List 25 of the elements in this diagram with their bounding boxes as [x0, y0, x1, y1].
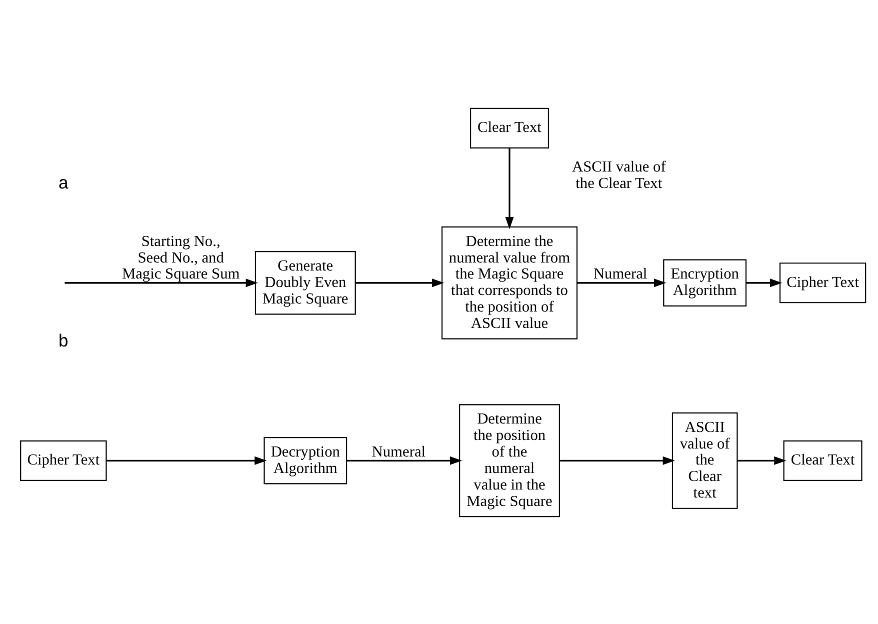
- arrow: [355, 278, 444, 287]
- arrow: [505, 148, 514, 229]
- arrow: [560, 456, 675, 464]
- edge-label: Numeral: [372, 442, 426, 460]
- node-box: Determine the numeral value from the Magic Square that corresponds to the position of ASCII value: [441, 226, 578, 339]
- node-box: Clear Text: [470, 107, 550, 148]
- edge-label: ASCII value of the Clear Text: [572, 158, 666, 192]
- arrow: [737, 456, 786, 464]
- node-box: Cipher Text: [20, 440, 107, 480]
- label: a: [58, 172, 68, 192]
- arrow: [577, 278, 666, 287]
- node-box: Clear Text: [783, 440, 862, 480]
- label: b: [58, 330, 68, 350]
- node-box: ASCII value of the Clear text: [672, 412, 738, 508]
- node-box: Decryption Algorithm: [264, 436, 348, 484]
- arrow: [746, 278, 782, 287]
- node-box: Cipher Text: [779, 262, 866, 303]
- edge-label: Starting No., Seed No., and Magic Square Sum: [122, 232, 240, 282]
- arrow: [64, 278, 258, 287]
- arrow: [106, 456, 267, 464]
- node-box: Determine the position of the numeral value in the Magic Square: [459, 404, 560, 517]
- node-box: Generate Doubly Even Magic Square: [254, 250, 356, 314]
- node-box: Encryption Algorithm: [663, 258, 747, 306]
- arrow: [346, 456, 462, 464]
- edge-label: Numeral: [593, 265, 648, 282]
